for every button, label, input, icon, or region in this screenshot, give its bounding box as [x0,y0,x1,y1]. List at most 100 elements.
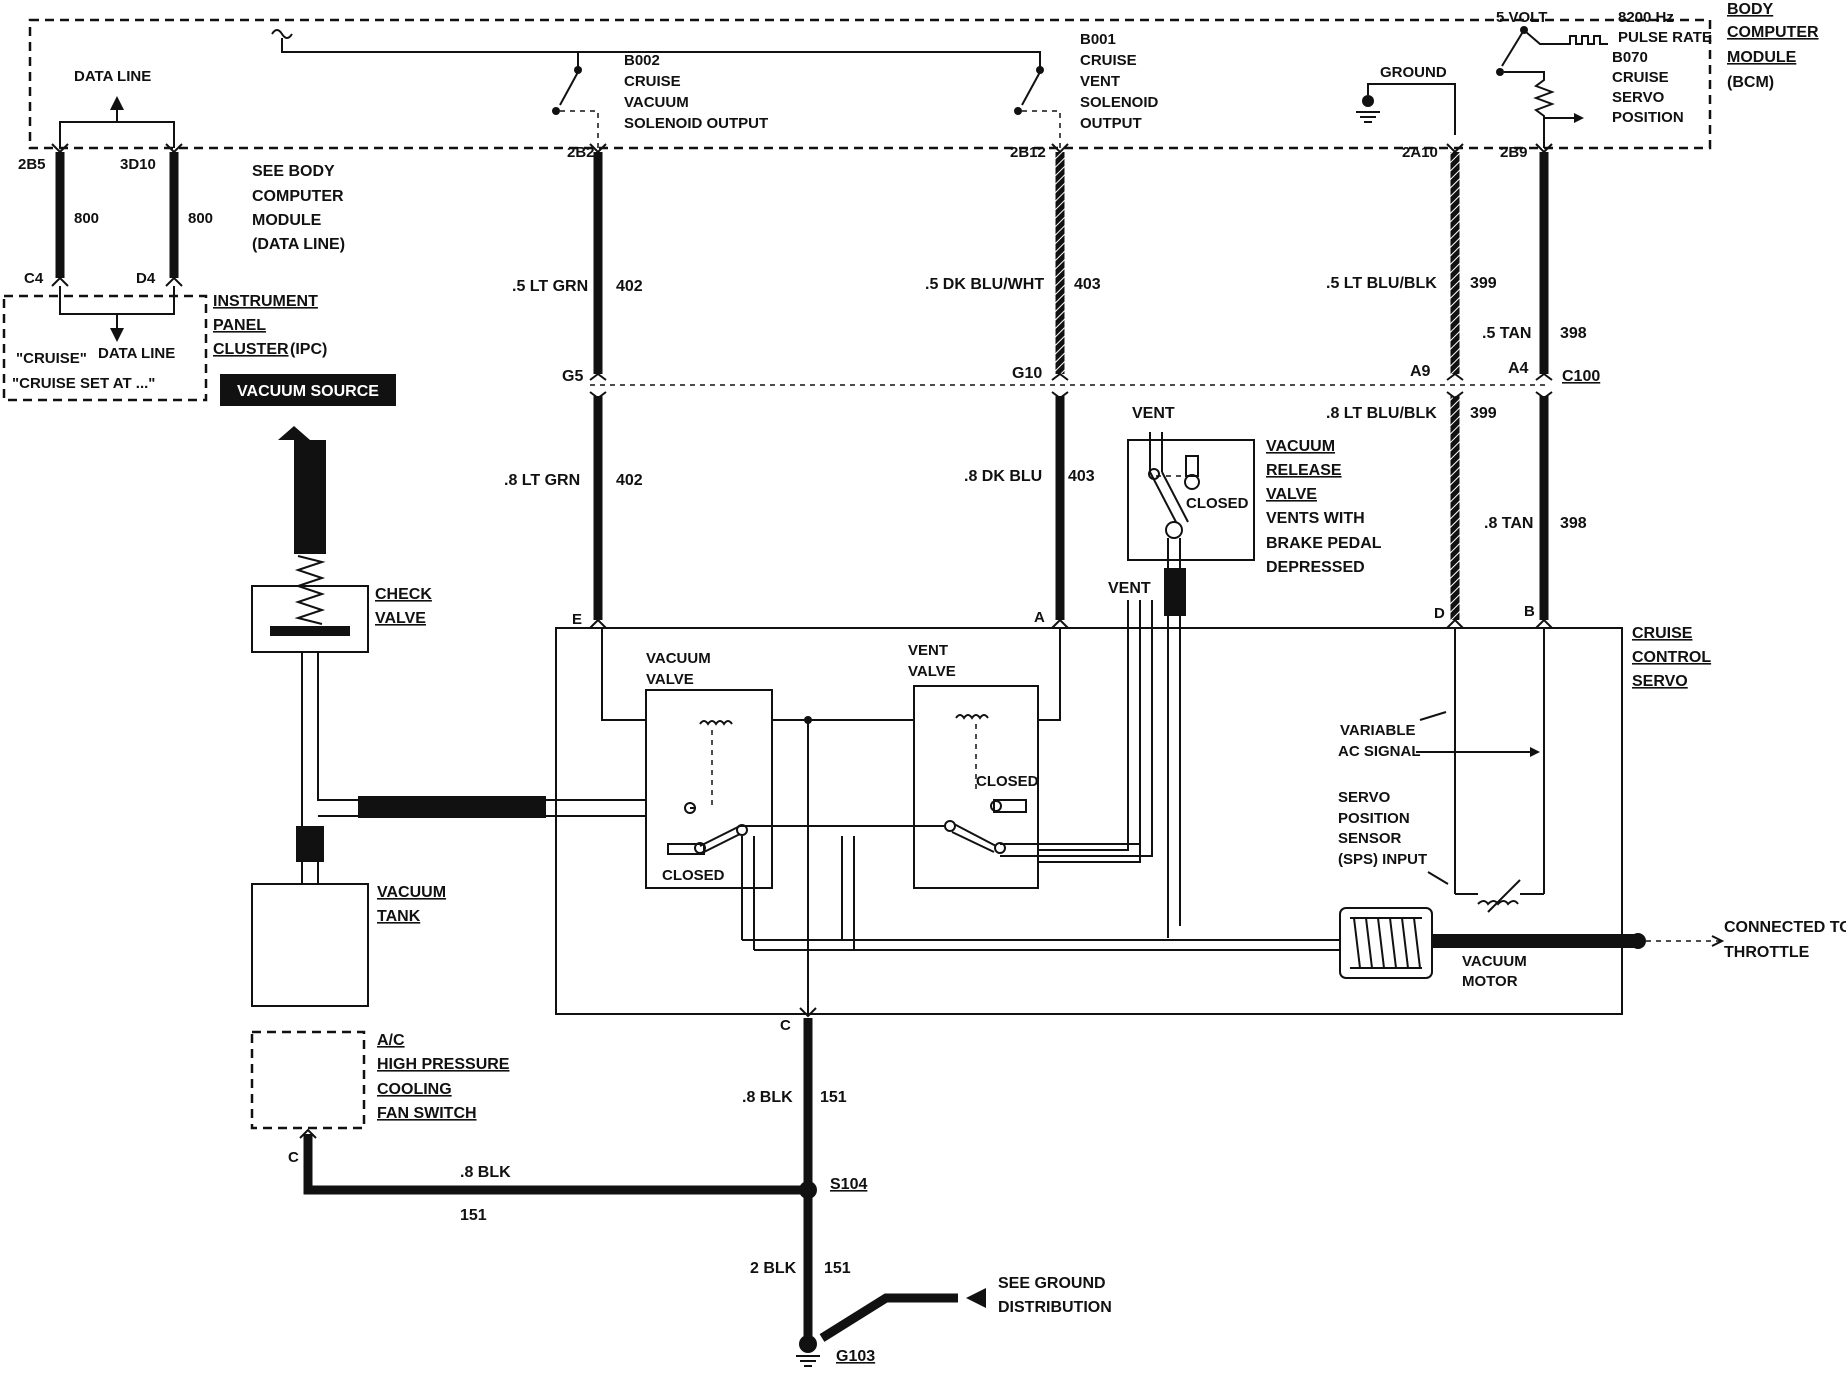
bcm-box [28,18,1712,150]
c100-connector-line: C100 [590,368,1600,386]
num-402-lower: 402 [616,472,643,489]
splice-s104: S104 [830,1176,867,1193]
num-398-upper: 398 [1560,325,1587,342]
num-403-upper: 403 [1074,276,1101,293]
pin-e: E [572,611,582,628]
check-valve-line1: CHECK [375,586,432,603]
ipc-title3: CLUSTER [213,341,289,358]
c100-label: C100 [1562,368,1600,385]
vacuum-source-label: VACUUM SOURCE [237,383,379,400]
variable-ac-line2: AC SIGNAL [1338,743,1421,760]
vrv-title1: VACUUM [1266,438,1335,455]
bcm-title-line3: MODULE [1727,49,1797,66]
vacuum-valve-line2: VALVE [646,671,694,688]
cruise-control-servo: CRUISE CONTROL SERVO VACUUM VALVE CLOSED… [555,600,1846,1034]
ac-source-rail [271,29,1041,68]
vrv-desc2: BRAKE PEDAL [1266,535,1382,552]
ac-wire-num: 151 [460,1207,487,1224]
vacuum-valve-line1: VACUUM [646,650,711,667]
vent-valve-closed: CLOSED [976,773,1039,790]
circuit-399: 2A10 .5 LT BLU/BLK 399 A9 .8 LT BLU/BLK … [1326,143,1497,629]
ac-switch-line1: A/C [377,1032,405,1049]
num-398-lower: 398 [1560,515,1587,532]
pin-3d10: 3D10 [120,156,156,173]
ac-switch-line4: FAN SWITCH [377,1105,477,1122]
num-399-lower: 399 [1470,405,1497,422]
see-bcm-line4: (DATA LINE) [252,236,345,253]
num-403-lower: 403 [1068,468,1095,485]
pin-2b12: 2B12 [1010,144,1046,161]
b001-line5: OUTPUT [1080,115,1142,132]
variable-ac-line1: VARIABLE [1340,722,1416,739]
vacuum-hoses [296,652,690,884]
vrv-vent-top: VENT [1132,405,1175,422]
bcm-ground: GROUND [1356,64,1456,135]
servo-title1: CRUISE [1632,625,1693,642]
ipc-abbr: (IPC) [290,341,327,358]
data-line-bcm: DATA LINE 2B5 3D10 800 800 C4 D4 SEE BOD… [18,68,345,287]
wire-398-lower: .8 TAN [1484,515,1533,532]
connected-line1: CONNECTED TO [1724,919,1846,936]
pin-2b5: 2B5 [18,156,46,173]
wire-399-upper: .5 LT BLU/BLK [1326,275,1437,292]
vacuum-source: VACUUM SOURCE [220,374,396,554]
wire-398-upper: .5 TAN [1482,325,1531,342]
sps-line3: SENSOR [1338,830,1402,847]
circuit-402: 2B2 .5 LT GRN 402 G5 .8 LT GRN 402 E [504,143,643,629]
b070-line4: POSITION [1612,109,1684,126]
b070-line2: CRUISE [1612,69,1669,86]
wire-399-lower: .8 LT BLU/BLK [1326,405,1437,422]
conn-g10: G10 [1012,365,1042,382]
bcm-ground-label: GROUND [1380,64,1447,81]
conn-a4: A4 [1508,360,1529,377]
circuit-398: 2B9 .5 TAN 398 A4 .8 TAN 398 B [1482,143,1587,629]
vent-valve-line1: VENT [908,642,948,659]
pin-c4: C4 [24,270,44,287]
vrv-title2: RELEASE [1266,462,1342,479]
connected-line2: THROTTLE [1724,944,1810,961]
servo-title2: CONTROL [1632,649,1711,666]
vrv-title3: VALVE [1266,486,1317,503]
bcm-abbr: (BCM) [1727,74,1774,91]
see-ground-line2: DISTRIBUTION [998,1299,1112,1316]
servo-title3: SERVO [1632,673,1688,690]
pin-b: B [1524,603,1535,620]
ground-num-lower: 151 [824,1260,851,1277]
b001-switch: B001 CRUISE VENT SOLENOID OUTPUT [1014,31,1159,148]
ac-fan-switch: A/C HIGH PRESSURE COOLING FAN SWITCH [250,1030,510,1130]
vacuum-motor-line2: MOTOR [1462,973,1518,990]
ac-switch-line2: HIGH PRESSURE [377,1056,510,1073]
five-volt-label: 5 VOLT [1496,9,1547,26]
b002-line1: B002 [624,52,660,69]
bcm-title-line2: COMPUTER [1727,24,1819,41]
see-bcm-line2: COMPUTER [252,188,344,205]
pulse-line2: PULSE RATE [1618,29,1712,46]
wire-402-upper: .5 LT GRN [512,278,588,295]
ipc-msg1: "CRUISE" [16,350,87,367]
vacuum-release-valve: VENT CLOSED VACUUM RELEASE VALVE VENTS W… [1000,405,1382,938]
vrv-vent2: VENT [1108,580,1151,597]
ipc-msg2: "CRUISE SET AT ..." [12,375,155,392]
pin-d4: D4 [136,270,156,287]
check-valve-line2: VALVE [375,610,426,627]
num-402-upper: 402 [616,278,643,295]
conn-a9: A9 [1410,363,1431,380]
b001-line2: CRUISE [1080,52,1137,69]
pin-2b9: 2B9 [1500,144,1528,161]
ac-wire-label: .8 BLK [460,1164,511,1181]
sps-line4: (SPS) INPUT [1338,851,1427,868]
wire-403-upper: .5 DK BLU/WHT [925,276,1044,293]
conn-g5: G5 [562,368,583,385]
ground-wire-upper: .8 BLK [742,1089,793,1106]
vrv-desc1: VENTS WITH [1266,510,1365,527]
pulse-line1: 8200 Hz [1618,9,1674,26]
wire-403-lower: .8 DK BLU [964,468,1042,485]
ipc-data-line: DATA LINE [98,345,175,362]
wire-800-a: 800 [74,210,99,227]
vacuum-tank: VACUUM TANK [251,883,446,1007]
see-bcm-line1: SEE BODY [252,163,335,180]
see-ground-line1: SEE GROUND [998,1275,1106,1292]
b070-line1: B070 [1612,49,1648,66]
b002-switch: B002 CRUISE VACUUM SOLENOID OUTPUT [552,52,768,148]
see-bcm-line3: MODULE [252,212,322,229]
